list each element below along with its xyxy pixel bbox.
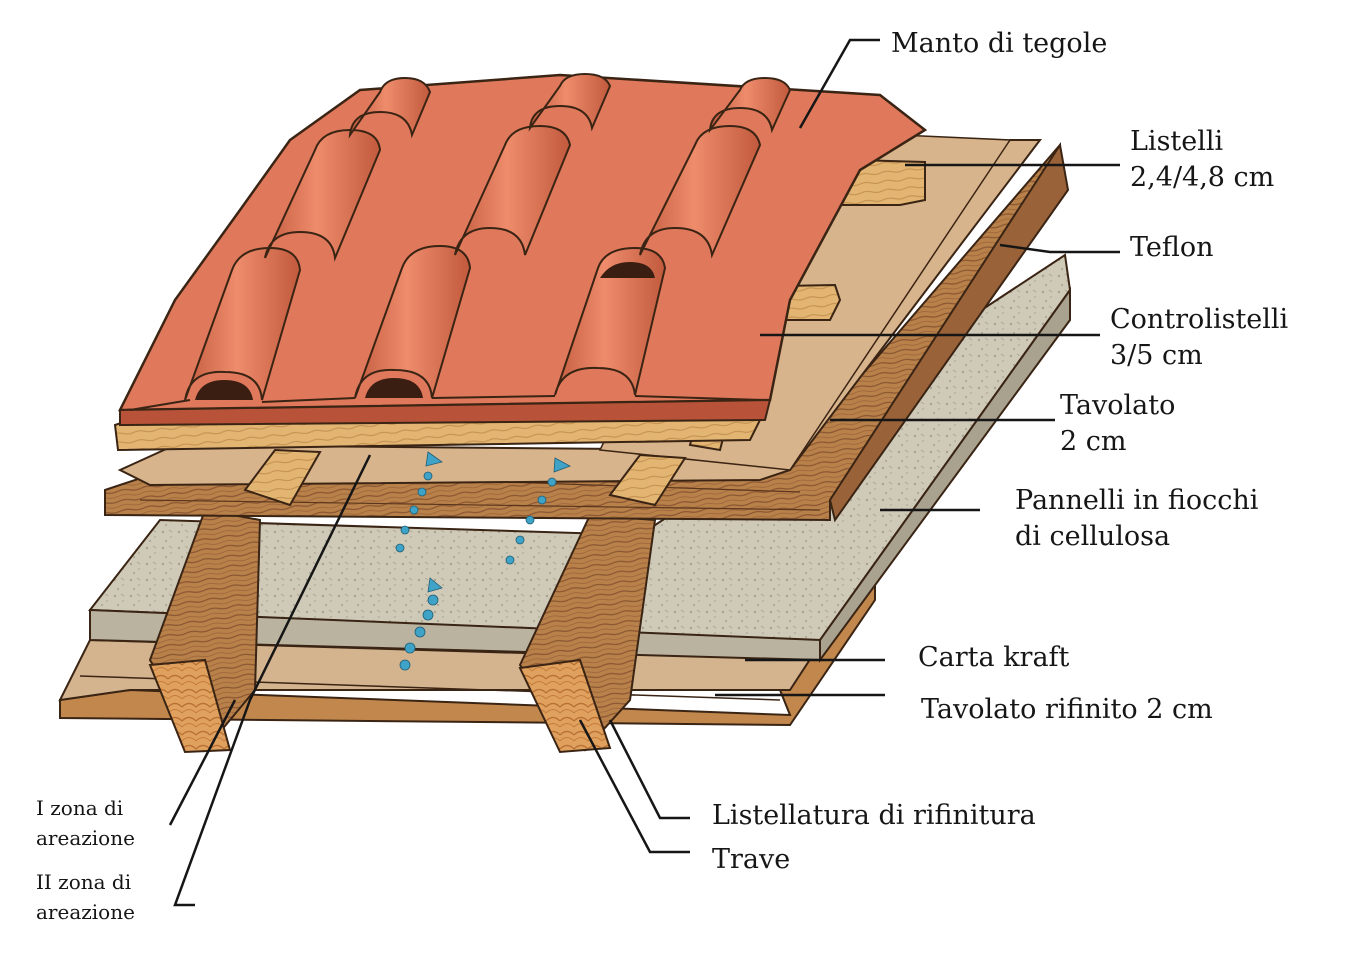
label-text: Carta kraft (918, 642, 1070, 673)
label-text: Controlistelli (1110, 304, 1289, 335)
label-teflon: Teflon (1130, 230, 1214, 266)
label-text: Listellatura di rifinitura (712, 800, 1036, 831)
label-text: Listelli (1130, 126, 1224, 157)
label-text: di cellulosa (1015, 521, 1171, 553)
label-text: 3/5 cm (1110, 340, 1203, 372)
label-battens: Listelli 2,4/4,8 cm (1130, 124, 1274, 196)
label-cellulose-panels: Pannelli in fiocchi di cellulosa (1015, 483, 1258, 555)
leader-lines (168, 38, 1120, 907)
label-text: 2,4/4,8 cm (1130, 162, 1275, 194)
label-text: Trave (712, 844, 791, 875)
label-text: II zona di (36, 870, 132, 894)
label-text: Teflon (1130, 232, 1214, 263)
label-ventilation-zone-2: II zona di areazione (36, 868, 135, 927)
label-beam: Trave (712, 842, 790, 878)
beam-left (148, 508, 262, 754)
label-finished-planking: Tavolato rifinito 2 cm (921, 692, 1213, 728)
tile-covering (117, 72, 928, 427)
label-tile-covering: Manto di tegole (891, 26, 1107, 62)
label-planking: Tavolato 2 cm (1060, 388, 1175, 460)
label-text: areazione (36, 825, 135, 850)
label-text: Pannelli in fiocchi (1015, 485, 1259, 516)
label-kraft-paper: Carta kraft (918, 640, 1069, 676)
label-text: Manto di tegole (891, 28, 1108, 59)
air-flow-arrows (395, 451, 571, 671)
beam-right (518, 513, 657, 754)
label-text: 2 cm (1060, 426, 1127, 458)
label-counter-battens: Controlistelli 3/5 cm (1110, 302, 1288, 374)
label-text: Tavolato rifinito 2 cm (921, 694, 1213, 725)
label-ventilation-zone-1: I zona di areazione (36, 794, 135, 853)
label-finishing-battens: Listellatura di rifinitura (712, 798, 1036, 834)
label-text: I zona di (36, 796, 124, 820)
label-text: Tavolato (1060, 390, 1176, 421)
label-text: areazione (36, 899, 135, 924)
